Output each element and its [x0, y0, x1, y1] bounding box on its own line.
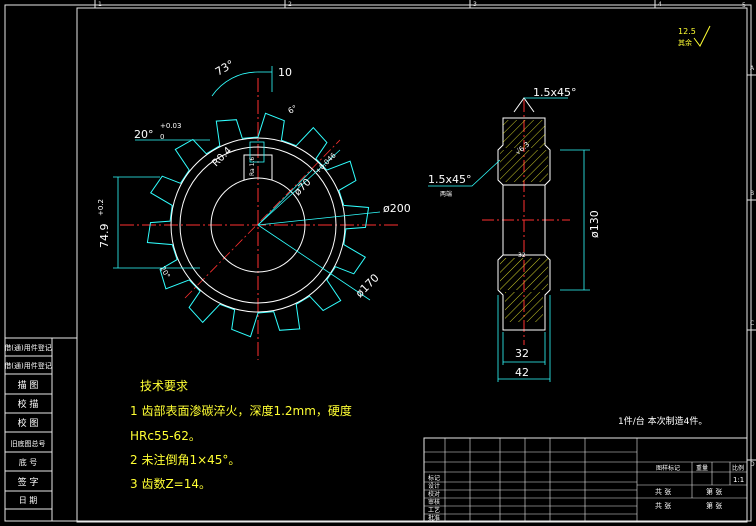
title-row-5: 批准: [428, 514, 440, 522]
title-cell-marking: 图样标记: [656, 464, 680, 472]
tick-label-a: A: [750, 65, 755, 72]
dim-chamfer-left: 1.5x45°: [428, 173, 472, 186]
production-note: 1件/台 本次制造4件。: [618, 415, 707, 427]
right-border-ticks: [747, 74, 756, 461]
title-row-0: 标记: [428, 474, 440, 482]
dim-w42: 42: [515, 366, 529, 379]
inner-border: [76, 7, 748, 523]
requirements-line-3: 2 未注倒角1×45°。: [130, 452, 240, 467]
title-cell-sheet-no-2: 第 张: [706, 501, 722, 510]
side-label-0: 借(通)用件登记: [4, 343, 51, 352]
title-row-4: 工艺: [428, 506, 440, 514]
requirements-line-2: HRc55-62。: [130, 429, 201, 443]
gear-front-view: [113, 66, 400, 360]
dim-w32: 32: [515, 347, 529, 360]
tick-label-3: 3: [473, 1, 477, 8]
dim-key-ra: Ra 1.6: [249, 157, 256, 176]
tick-label-5: 5: [742, 2, 746, 9]
title-row-1: 设计: [428, 482, 440, 490]
dim-angle-6: 6°: [287, 103, 299, 115]
outer-border: [4, 4, 752, 522]
requirements-title: 技术要求: [140, 379, 188, 393]
side-label-3: 校 描: [18, 398, 39, 410]
dim-ra-bottom: 32: [518, 252, 526, 259]
tick-label-b: B: [750, 190, 754, 197]
title-cell-sheet-no: 第 张: [706, 487, 722, 496]
title-cell-weight: 重量: [696, 464, 708, 472]
side-label-1: 借(通)用件登记: [4, 361, 51, 370]
title-cell-total-sheets: 共 张: [655, 487, 671, 496]
title-row-3: 审核: [428, 498, 440, 506]
dim-h74: 74.9: [98, 224, 111, 249]
roughness-symbol: 12.5 其余: [678, 25, 711, 47]
dim-tol-20: +0.03: [160, 122, 181, 130]
requirements-line-1: 1 齿部表面渗碳淬火，深度1.2mm，硬度: [130, 403, 352, 418]
title-scale-value: 1:1: [733, 476, 744, 484]
side-label-8: 日 期: [19, 496, 38, 505]
dim-tol-20-lower: 0: [160, 133, 164, 141]
tick-label-2: 2: [288, 1, 292, 8]
title-block: [423, 437, 748, 523]
roughness-value: 12.5: [678, 27, 696, 36]
top-border-ticks: [94, 0, 656, 8]
title-cell-scale: 比例: [732, 464, 744, 472]
title-row-2: 校对: [428, 490, 440, 498]
side-label-5: 旧底图总号: [11, 439, 46, 448]
dim-h74-tol: +0.2: [97, 199, 105, 216]
tick-label-4: 4: [658, 1, 662, 8]
side-label-4: 校 图: [18, 417, 39, 429]
side-label-block: [4, 337, 77, 522]
dim-chamfer-left-sub: 两端: [440, 190, 452, 198]
tick-label-d: D: [750, 461, 755, 468]
tick-label-c: C: [750, 320, 754, 327]
dim-angle-20: 20°: [134, 128, 154, 141]
requirements-line-4: 3 齿数Z=14。: [130, 476, 211, 491]
dim-d130: ø130: [588, 210, 601, 238]
side-label-7: 签 字: [18, 476, 39, 488]
side-label-6: 底 号: [19, 457, 38, 467]
title-cell-total-sheets-2: 共 张: [655, 501, 671, 510]
tick-label-1: 1: [98, 1, 102, 8]
gear-section-view: [428, 97, 590, 382]
dim-width-10: 10: [278, 66, 292, 79]
dim-chamfer-top: 1.5x45°: [533, 86, 577, 99]
roughness-label: 其余: [678, 38, 692, 47]
side-label-2: 描 图: [18, 379, 39, 391]
dim-d200: ø200: [383, 202, 411, 215]
